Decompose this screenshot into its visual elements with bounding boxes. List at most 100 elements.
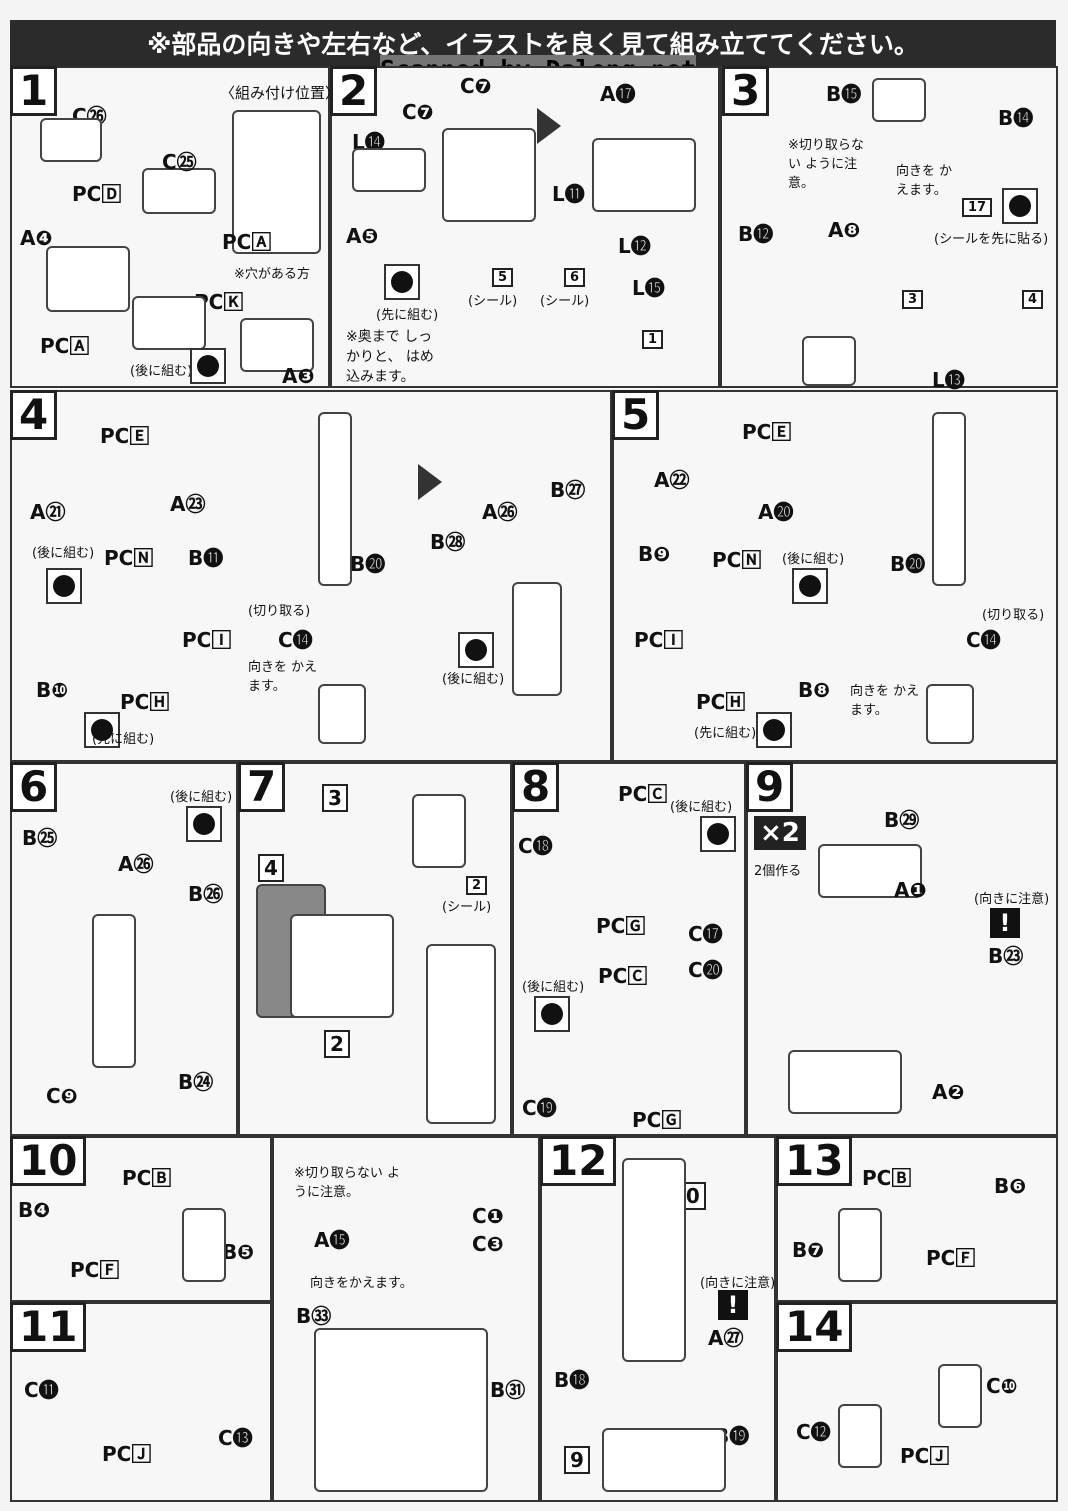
part-label: B❺	[222, 1240, 255, 1264]
attention-note: (向きに注意)	[700, 1276, 776, 1291]
later-icon	[700, 816, 736, 852]
first-icon	[84, 712, 120, 748]
part-label: C❶	[472, 1204, 504, 1228]
part-label: C❸	[472, 1232, 504, 1256]
turn-note: 向きを かえます。	[896, 164, 953, 198]
part-label: PC🄷	[120, 690, 170, 714]
part-label: PC🄴	[100, 424, 150, 448]
step-number: 10	[10, 1136, 87, 1186]
step-number: 2	[330, 66, 378, 116]
part-label: C⓮	[966, 628, 1001, 652]
part-label: B㉝	[296, 1304, 332, 1328]
step-6-panel: 6 (後に組む) B㉕ A㉖ B㉖ B㉔ C❾	[10, 762, 238, 1136]
part-label: A⓴	[758, 500, 794, 524]
later-icon	[534, 996, 570, 1032]
warning-icon: !	[990, 908, 1020, 938]
part-label: C⓴	[688, 958, 723, 982]
attention-note: (向きに注意)	[974, 892, 1050, 907]
hip-part	[838, 1404, 882, 1468]
turn-note: 向きを かえます。	[248, 660, 318, 694]
part-label: PC🄴	[742, 420, 792, 444]
part-label: L⓯	[632, 276, 665, 300]
step-5-panel: 5 PC🄴 A㉒ A⓴ B❾ PC🄽 (後に組む) PC🄸 B❽ PC🄷 (先に…	[612, 390, 1058, 762]
sticker-1: 1	[642, 330, 664, 349]
sticker-label: (シール)	[468, 294, 518, 309]
part-label: C❿	[986, 1374, 1018, 1398]
part-label: B❼	[792, 1238, 825, 1262]
part-label: C⓭	[218, 1426, 253, 1450]
step-number: 11	[10, 1302, 87, 1352]
part-label: B⓴	[350, 552, 386, 576]
foot-part	[818, 844, 922, 898]
step-number: 14	[776, 1302, 853, 1352]
knee-part	[838, 1208, 882, 1282]
part-label: A❽	[828, 218, 861, 242]
turn-note: 向きを かえます。	[850, 684, 920, 718]
cut-note: (切り取る)	[248, 604, 311, 619]
part-label: B❿	[36, 678, 69, 702]
quantity-badge: ×2	[754, 816, 806, 850]
part-label: B⓬	[738, 222, 774, 246]
part-label: B㉛	[490, 1378, 526, 1402]
part-label: A❹	[20, 226, 53, 250]
step-number: 12	[540, 1136, 617, 1186]
part-label: B㉖	[188, 882, 224, 906]
sticker-6: 6	[564, 268, 586, 287]
part-label: A⓱	[600, 82, 636, 106]
part-a4	[46, 246, 130, 312]
first-icon	[756, 712, 792, 748]
head-assembled	[802, 336, 856, 386]
step-3-panel: 3 B⓯ B⓮ ※切り取らない ように注意。 向きを かえます。 B⓬ A❽ 1…	[632, 66, 1058, 392]
part-label: A❶	[894, 878, 927, 902]
part-label: PC🄱	[862, 1166, 912, 1190]
part-label: B㉙	[884, 808, 920, 832]
sticker-label: (シール)	[442, 900, 492, 915]
sticker-first-note: (シールを先に貼る)	[934, 232, 1049, 247]
later-note: (後に組む)	[170, 790, 233, 805]
shoulder-part	[318, 684, 366, 744]
upper-arm	[932, 412, 966, 586]
later-icon	[186, 806, 222, 842]
part-label: B⓮	[998, 106, 1034, 130]
step-number: 9	[746, 762, 794, 812]
upper-arm	[318, 412, 352, 586]
part-label: B❻	[994, 1174, 1027, 1198]
part-label: PC🄰	[222, 230, 272, 254]
part-label: C❼	[402, 100, 434, 124]
cut-warning: ※切り取らない ように注意。	[294, 1166, 401, 1200]
assembly-4: 4	[258, 854, 284, 882]
part-label: A㉒	[654, 468, 690, 492]
part-label: C⓲	[518, 834, 553, 858]
step-10-panel: 10 B❹ PC🄱 PC🄵 B❺	[10, 1136, 272, 1302]
torso-assembled	[592, 138, 696, 212]
part-label: C⓱	[688, 922, 723, 946]
sticker-4: 4	[1022, 290, 1044, 309]
part-label: C❼	[460, 74, 492, 98]
part-label: PC🄲	[618, 782, 668, 806]
part-a3	[240, 318, 314, 372]
arrow-icon	[418, 464, 442, 500]
hip-assembled	[314, 1328, 488, 1492]
part-l14	[352, 148, 426, 192]
arm-assembled	[426, 944, 496, 1124]
assembly-9: 9	[564, 1446, 590, 1474]
part-label: B㉓	[988, 944, 1024, 968]
step-number: 6	[10, 762, 58, 812]
part-label: C⓮	[278, 628, 313, 652]
step-11b-panel: ※切り取らない ように注意。 A⓯ C❶ C❸ 向きをかえます。 B㉝ B㉛	[272, 1136, 540, 1502]
part-label: B㉗	[550, 478, 586, 502]
part-label: B❹	[18, 1198, 51, 1222]
mount-position-label: 〈組み付け位置〉	[220, 84, 341, 102]
later-icon	[458, 632, 494, 668]
cut-note: (切り取る)	[982, 608, 1045, 623]
first-note: (先に組む)	[694, 726, 757, 741]
part-label: A㉗	[708, 1326, 744, 1350]
sticker-2: 2	[466, 876, 488, 895]
mount-diagram	[232, 110, 321, 254]
part-label: PC🄹	[900, 1444, 950, 1468]
step-number: 1	[10, 66, 58, 116]
step-number: 4	[10, 390, 58, 440]
step-1-panel: 1 〈組み付け位置〉 C㉖ C㉕ PC🄳 A❹ PC🄰 ※穴がある方 PC🄺 P…	[10, 66, 340, 388]
make-two-label: 2個作る	[754, 864, 802, 879]
part-label: A❷	[932, 1080, 965, 1104]
